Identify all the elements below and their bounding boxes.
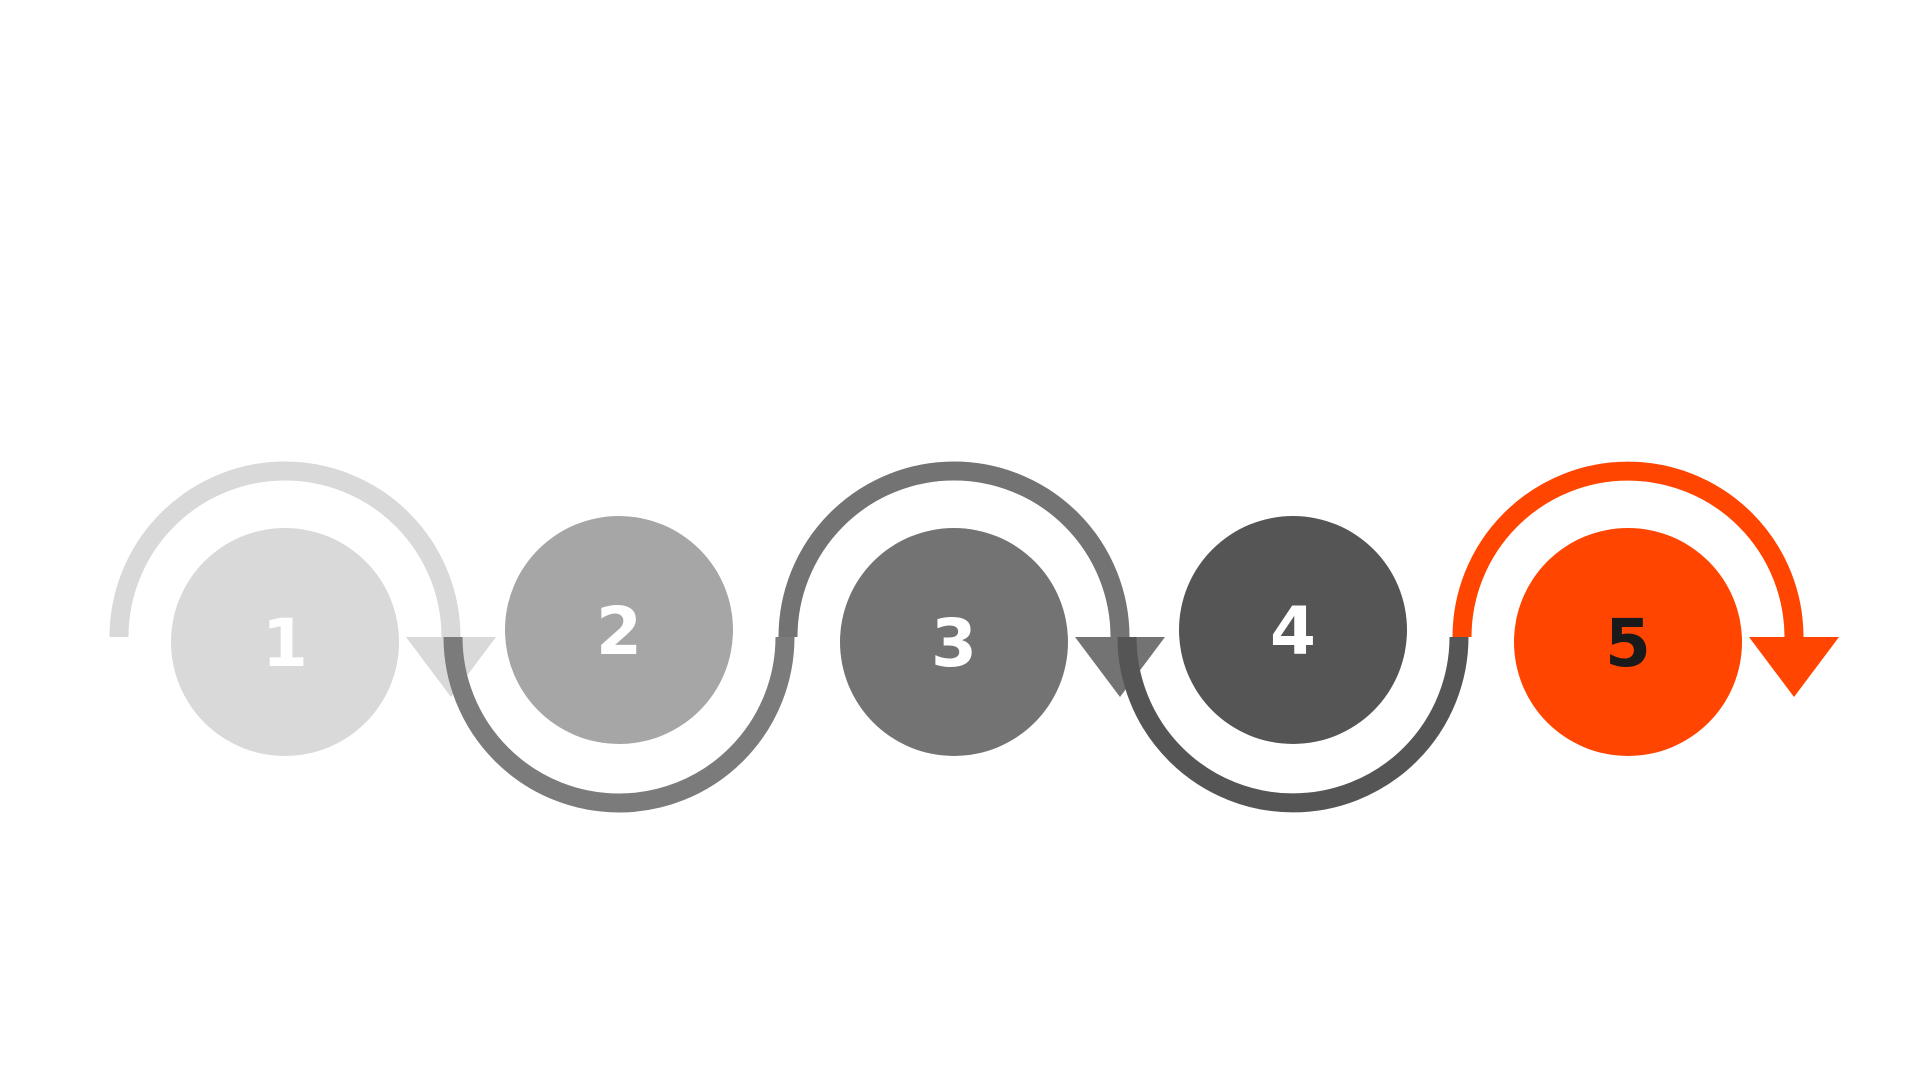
- step-circle-5: [1514, 528, 1742, 756]
- step-circle-3: [840, 528, 1068, 756]
- step-circle-1: [171, 528, 399, 756]
- connector-arc-4: [1117, 636, 1469, 813]
- step-circle-2: [505, 516, 733, 744]
- step-circles: 1 2 3 4 5: [171, 516, 1742, 756]
- connector-arc-2: [443, 636, 795, 813]
- connector-arc-1: [109, 461, 461, 638]
- step-number-4: 4: [1270, 593, 1316, 670]
- arrowhead-3: [1075, 637, 1165, 697]
- step-number-1: 1: [262, 605, 308, 682]
- step-number-5: 5: [1605, 605, 1651, 682]
- step-number-2: 2: [596, 593, 642, 670]
- arrowhead-5: [1749, 637, 1839, 697]
- step-circle-4: [1179, 516, 1407, 744]
- connector-arcs: [109, 461, 1839, 813]
- step-number-3: 3: [931, 605, 977, 682]
- connector-arc-3: [778, 461, 1130, 638]
- connector-arc-5: [1452, 461, 1804, 638]
